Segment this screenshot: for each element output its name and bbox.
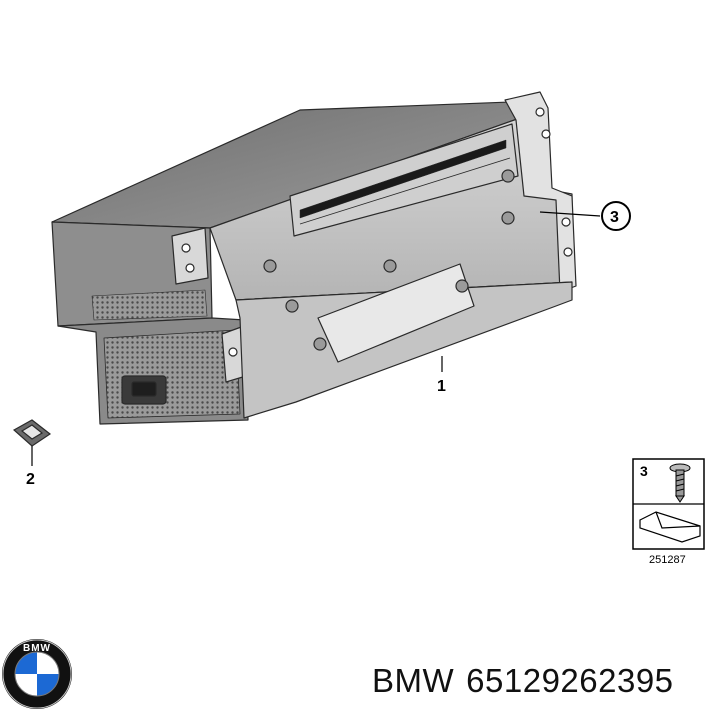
- navigation-unit-drawing: [51, 91, 577, 425]
- part-number: 65129262395: [466, 662, 674, 699]
- mounting-plate: [317, 263, 475, 363]
- svg-text:BMW: BMW: [23, 643, 51, 654]
- part-number-label: BMW 65129262395: [372, 662, 686, 700]
- installation-arrow-icon: [639, 511, 701, 543]
- brand-name: BMW: [372, 662, 455, 699]
- left-bracket-upper: [171, 227, 209, 285]
- vent-mesh-lower: [103, 329, 241, 419]
- hardware-box: 3: [632, 458, 705, 550]
- cover-cap-drawing: [12, 419, 52, 447]
- callout-1: 1: [437, 378, 446, 395]
- screw-icon: [669, 463, 691, 503]
- hardware-reference-number: 251287: [649, 554, 686, 566]
- svg-text:3: 3: [610, 209, 619, 226]
- bmw-logo: BMW: [2, 639, 72, 709]
- callout-2: 2: [26, 471, 35, 488]
- vent-mesh-upper: [91, 289, 208, 321]
- hardware-item-number: 3: [640, 463, 648, 479]
- screw-heads: [263, 169, 515, 351]
- callout-3-circle: 3: [601, 201, 631, 231]
- right-bracket: [504, 91, 577, 293]
- disc-slot: [299, 139, 507, 219]
- leader-lines: [31, 211, 601, 466]
- front-panel-lower: [235, 281, 573, 419]
